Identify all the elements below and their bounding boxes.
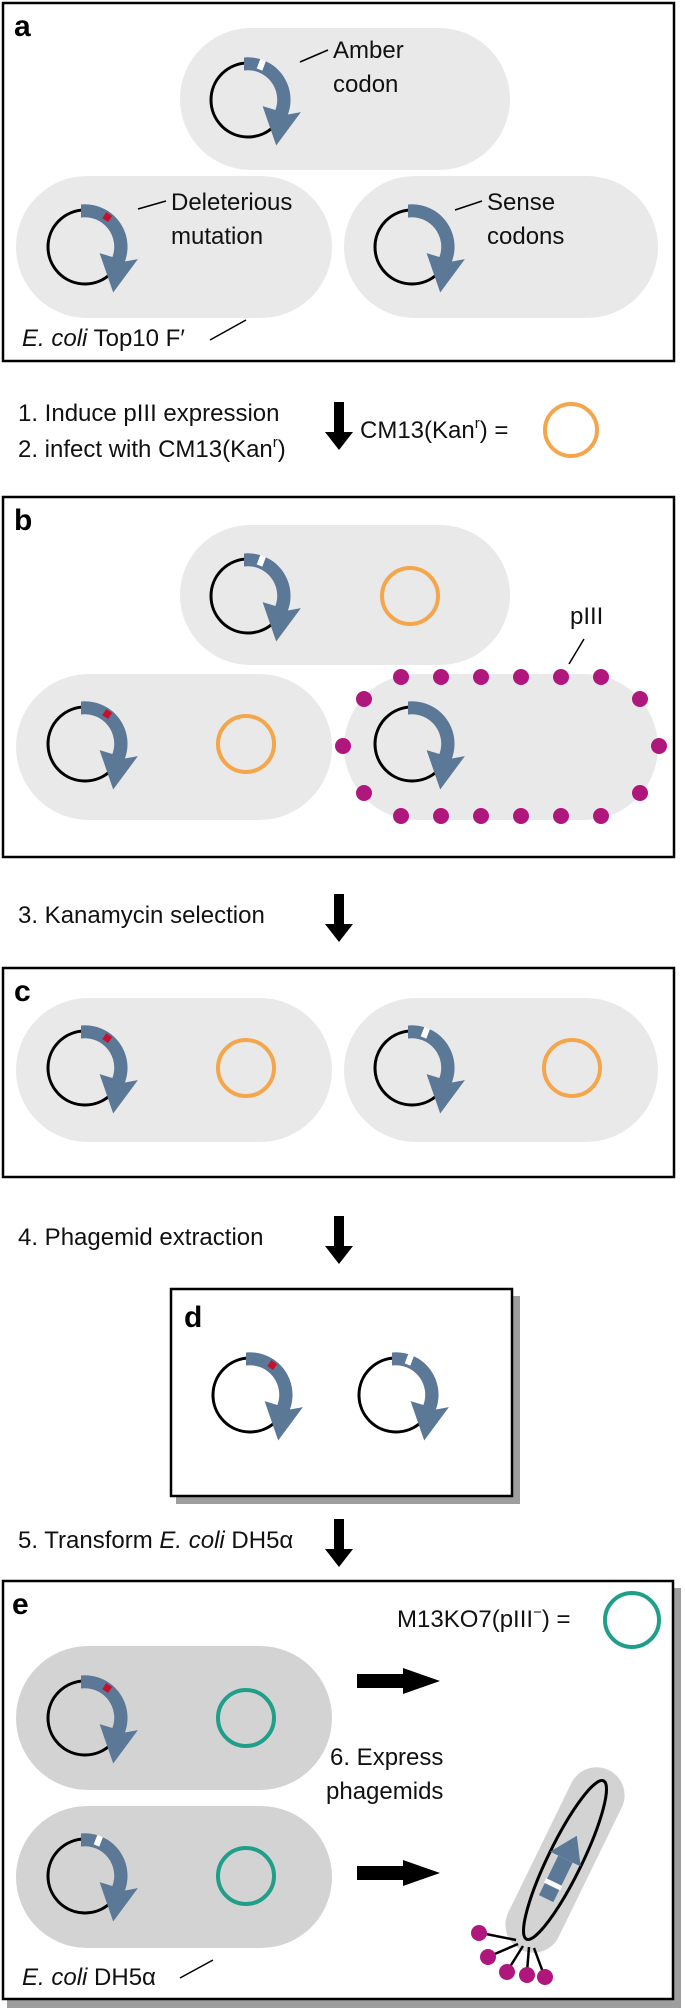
label-piii: pIII xyxy=(570,603,603,630)
leader-strain-dh5a xyxy=(179,1959,214,1979)
leader-piii xyxy=(568,638,585,665)
cell-e-deleterious xyxy=(16,1646,332,1790)
cell-c-amber xyxy=(344,998,658,1142)
piii-dot xyxy=(393,808,409,824)
panel-d-frame xyxy=(169,1287,514,1498)
strain-label-dh5a: E. coli DH5α xyxy=(22,1964,156,1991)
piii-dot xyxy=(356,691,372,707)
step-2-text: 2. infect with CM13(Kanr) xyxy=(18,434,286,463)
piii-dot xyxy=(471,1925,487,1941)
cm13-phage-c2 xyxy=(542,1038,602,1098)
piii-dot xyxy=(519,1967,535,1983)
piii-dot xyxy=(433,808,449,824)
arrow-right-1-shaft xyxy=(357,1674,405,1688)
leader-sense xyxy=(454,200,483,211)
panel-a: a Amber codon Deleterious mutation Sense… xyxy=(1,1,676,363)
step-6-line1: 6. Express xyxy=(330,1744,443,1771)
cm13-phage-b2 xyxy=(216,714,276,774)
piii-dots xyxy=(335,669,667,824)
piii-dot xyxy=(593,669,609,685)
piii-dot xyxy=(632,785,648,801)
cell-b-deleterious xyxy=(16,674,332,820)
piii-dot xyxy=(499,1964,515,1980)
panel-a-letter: a xyxy=(14,10,31,43)
piii-dot xyxy=(593,808,609,824)
piii-dot xyxy=(553,669,569,685)
panel-c-letter: c xyxy=(14,975,31,1008)
phage-particle-gene-arrowhead xyxy=(550,1835,581,1867)
piii-dot xyxy=(473,669,489,685)
piii-dot xyxy=(356,785,372,801)
piii-dot xyxy=(513,808,529,824)
panel-b-letter: b xyxy=(14,504,32,537)
phage-particle-amber-mark xyxy=(543,1878,563,1891)
leader-amber xyxy=(299,49,329,63)
step-1-text: 1. Induce pIII expression xyxy=(18,400,280,427)
panel-d-letter: d xyxy=(184,1301,202,1334)
piii-dot xyxy=(537,1969,553,1985)
leader-deleterious xyxy=(137,200,167,210)
cell-b-sense-piii xyxy=(344,674,658,820)
label-amber-1: Amber xyxy=(333,37,404,64)
step-6-line2: phagemids xyxy=(326,1778,443,1805)
arrow-right-2-head xyxy=(403,1860,440,1886)
step-3-text: 3. Kanamycin selection xyxy=(18,902,265,929)
piii-dot xyxy=(473,808,489,824)
legend-m13ko7-phage xyxy=(603,1591,661,1649)
label-sense-2: codons xyxy=(487,223,564,250)
phage-particle-gene-arrow xyxy=(538,1855,573,1903)
label-deleterious-2: mutation xyxy=(171,223,263,250)
panel-c: c xyxy=(1,966,676,1179)
phage-particle xyxy=(471,1767,625,1985)
arrow-down-5 xyxy=(325,1519,353,1567)
panel-d: d xyxy=(169,1287,520,1504)
leader-strain-top10 xyxy=(209,319,247,341)
piii-dot xyxy=(433,669,449,685)
piii-dot xyxy=(553,808,569,824)
arrow-down-4 xyxy=(325,1216,353,1264)
m13ko7-phage-e1 xyxy=(216,1688,276,1748)
legend-cm13-text: CM13(Kanr) = xyxy=(360,415,508,444)
cell-c-deleterious xyxy=(16,998,332,1142)
piii-dot xyxy=(335,738,351,754)
panel-e-letter: e xyxy=(12,1588,29,1621)
arrow-right-1-head xyxy=(403,1668,440,1694)
strain-label-top10: E. coli Top10 F′ xyxy=(22,325,185,352)
label-amber-2: codon xyxy=(333,71,398,98)
label-deleterious-1: Deleterious xyxy=(171,189,292,216)
piii-dot xyxy=(513,669,529,685)
arrow-down-3 xyxy=(325,894,353,942)
cell-b-amber xyxy=(180,525,510,665)
panel-b: b pIII xyxy=(1,495,676,859)
piii-dot xyxy=(480,1949,496,1965)
arrow-right-2-shaft xyxy=(357,1866,405,1880)
m13ko7-phage-e2 xyxy=(216,1846,276,1906)
piii-dot xyxy=(651,738,667,754)
cm13-phage-b1 xyxy=(380,566,440,626)
piii-dot xyxy=(632,691,648,707)
label-sense-1: Sense xyxy=(487,189,555,216)
legend-m13ko7-text: M13KO7(pIII−) = xyxy=(397,1604,571,1633)
cell-e-amber xyxy=(16,1806,332,1948)
step-4-text: 4. Phagemid extraction xyxy=(18,1224,263,1251)
cm13-phage-c1 xyxy=(216,1038,276,1098)
piii-dot xyxy=(393,669,409,685)
arrow-down-1 xyxy=(325,402,353,450)
panel-e: e M13KO7(pIII−) = 6. Express phagemids E… xyxy=(1,1579,681,2008)
phage-particle-genome xyxy=(522,1779,608,1941)
legend-cm13-phage xyxy=(543,402,599,458)
step-5-text: 5. Transform E. coli DH5α xyxy=(18,1527,293,1554)
